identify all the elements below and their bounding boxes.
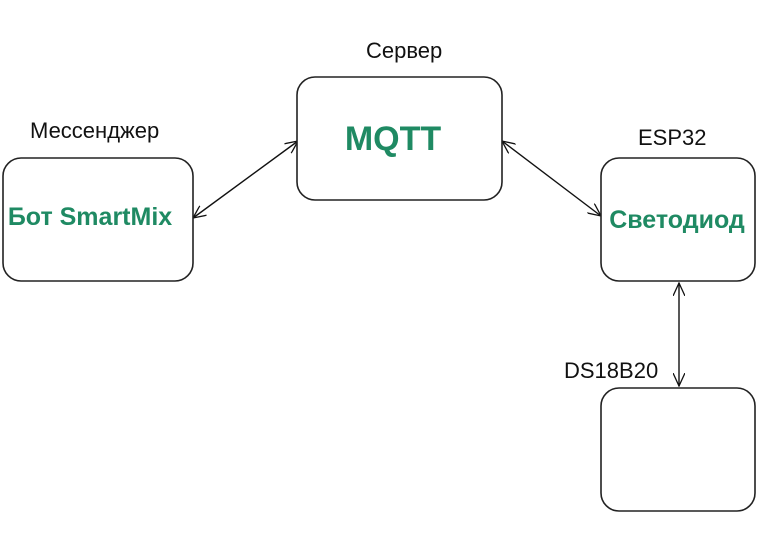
sensor-box xyxy=(600,387,756,512)
messenger-caption: Мессенджер xyxy=(30,118,159,143)
server-caption: Сервер xyxy=(366,38,442,63)
messenger-box xyxy=(2,157,194,282)
esp32-caption: ESP32 xyxy=(638,125,707,150)
link-server-esp32 xyxy=(502,141,601,216)
messenger-bot-label: Бот SmartMix xyxy=(8,203,172,231)
server-box xyxy=(296,76,503,201)
esp32-box xyxy=(600,157,756,282)
sensor-caption: DS18B20 xyxy=(564,358,658,383)
server-mqtt-label: MQTT xyxy=(345,120,442,158)
esp32-led-label: Светодиод xyxy=(609,206,745,234)
link-messenger-server xyxy=(193,141,298,218)
